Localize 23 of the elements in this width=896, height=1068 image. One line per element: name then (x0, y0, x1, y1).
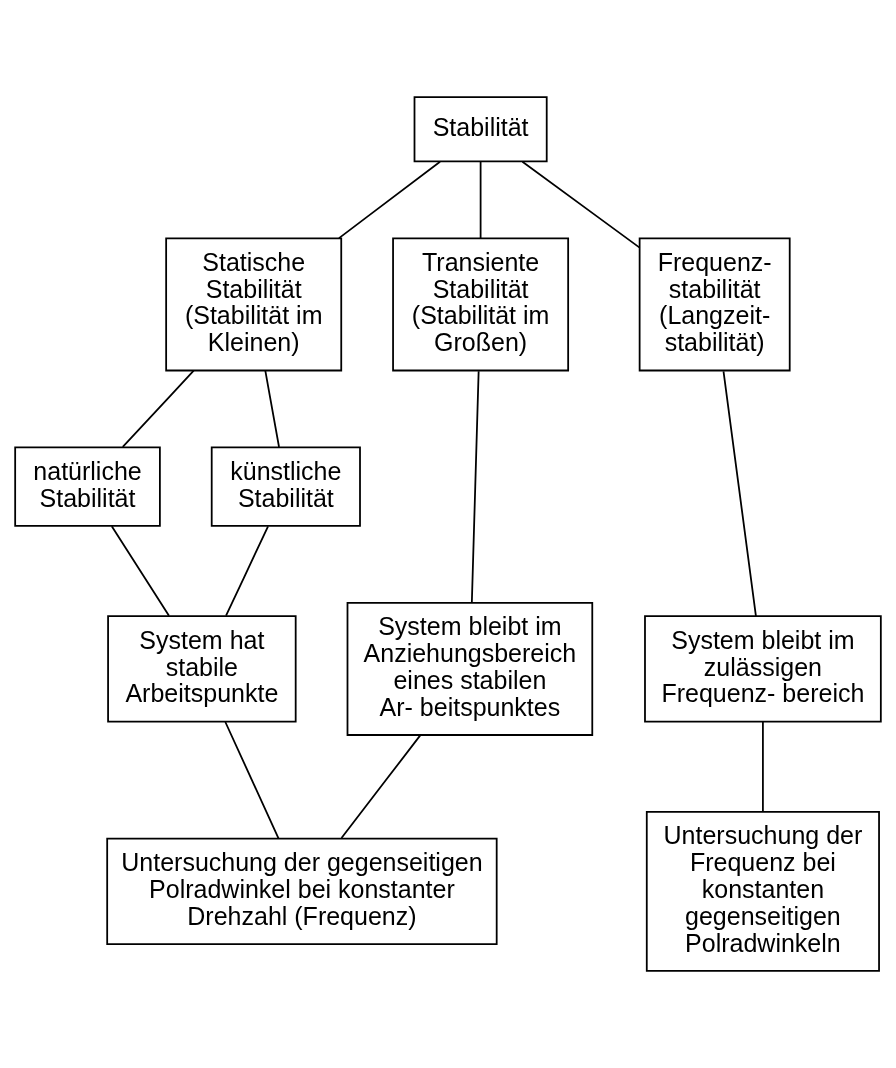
node-box: Untersuchung der Frequenz bei konstanten gegenseitigen Polradwinkeln (645, 810, 880, 972)
connector (264, 369, 280, 448)
node-box: künstliche Stabilität (210, 446, 361, 527)
node-box: natürliche Stabilität (14, 446, 161, 527)
connector (340, 734, 422, 839)
node-box: System bleibt im Anziehungsbereich eines stabilen Ar- beitspunktes (346, 601, 594, 736)
connector (722, 370, 757, 617)
connector (338, 160, 441, 239)
connector (110, 525, 170, 617)
connector (225, 525, 269, 617)
node-box: Statische Stabilität (Stabilität im Kleinen) (165, 237, 343, 372)
connector (224, 721, 280, 840)
connector (521, 160, 641, 249)
node-box: Untersuchung der gegenseitigen Polradwinkel bei konstanter Drehzahl (Frequenz) (106, 837, 498, 945)
node-box: System hat stabile Arbeitspunkte (107, 615, 297, 723)
connector (479, 160, 482, 239)
connector (470, 370, 480, 604)
node-box: Stabilität (413, 96, 548, 163)
node-box: Transiente Stabilität (Stabilität im Großen) (392, 237, 570, 372)
node-box: System bleibt im zulässigen Frequenz- bereich (644, 615, 882, 723)
node-box: Frequenz- stabilität (Langzeit- stabilität) (638, 237, 791, 372)
connector (121, 369, 195, 448)
connector (762, 721, 764, 813)
